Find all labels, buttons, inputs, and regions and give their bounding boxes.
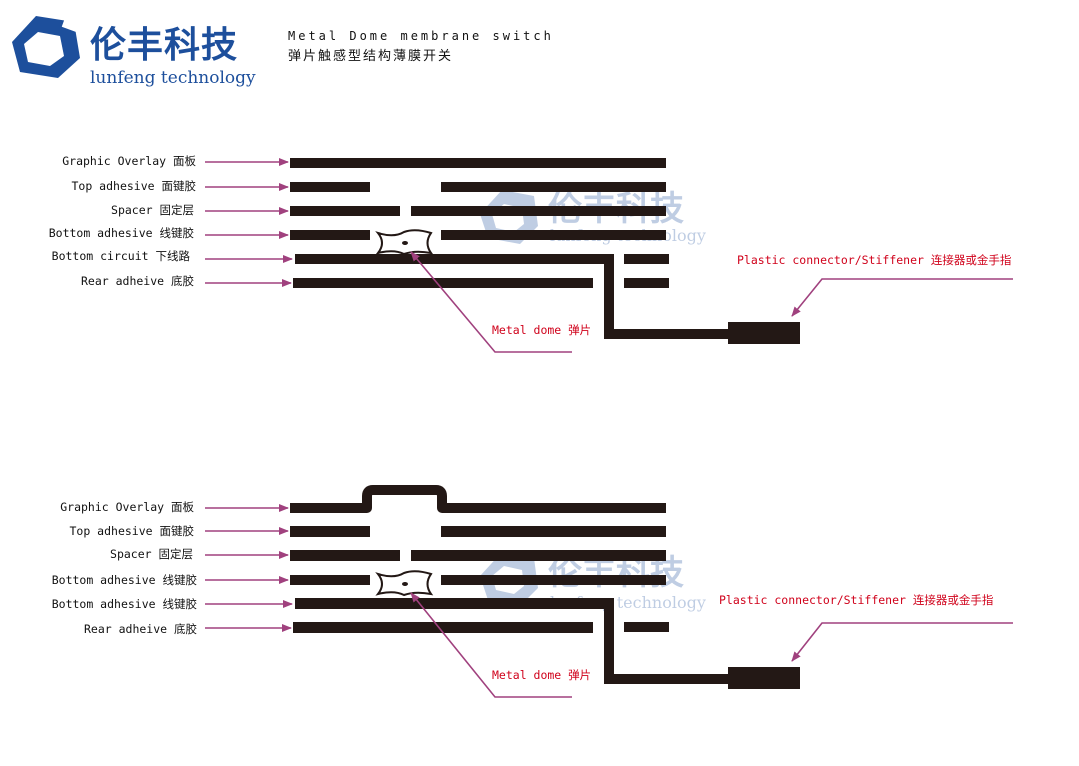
layer-bottom-adhesive-right — [441, 230, 666, 240]
layer-bottom-adhesive-right — [441, 575, 666, 585]
layer-graphic-overlay — [290, 485, 666, 513]
circuit-tail-vertical — [604, 254, 614, 339]
diagram-title-cn: 弹片触感型结构薄膜开关 — [288, 49, 454, 64]
layer-top-adhesive-right — [441, 526, 666, 537]
layer-label: Top adhesive 面键胶 — [69, 524, 194, 538]
connector-callout-label: Plastic connector/Stiffener 连接器或金手指 — [719, 593, 993, 607]
connector-callout-label: Plastic connector/Stiffener 连接器或金手指 — [737, 253, 1011, 267]
layer-bottom-circuit — [295, 254, 610, 264]
connector-callout-arrow — [791, 622, 1013, 662]
diagram-pressed: 伦丰科技 lunfeng technology Graphic Overlay … — [52, 485, 1013, 698]
dome-center — [402, 241, 408, 245]
dome-callout-label: Metal dome 弹片 — [492, 323, 591, 337]
layer-label: Spacer 固定层 — [110, 547, 193, 561]
layer-label: Bottom adhesive 线键胶 — [52, 573, 198, 587]
layer-stack — [290, 158, 800, 344]
dome-callout-arrow — [410, 251, 572, 353]
label-arrows — [205, 158, 293, 287]
layer-rear-adhesive-left — [293, 278, 593, 288]
brand-name-cn: 伦丰科技 — [90, 25, 239, 66]
circuit-tail-horizontal — [604, 329, 734, 339]
layer-spacer-left — [290, 206, 400, 216]
layer-stack — [290, 526, 800, 689]
layer-top-adhesive-right — [441, 182, 666, 192]
layer-label: Rear adheive 底胶 — [81, 274, 195, 288]
layer-bottom-circuit-end — [624, 254, 669, 264]
layer-bottom-adhesive-left — [290, 230, 370, 240]
layer-label: Spacer 固定层 — [111, 203, 194, 217]
layer-rear-adhesive-left — [293, 622, 593, 633]
dome-callout-label: Metal dome 弹片 — [492, 668, 591, 682]
connector-callout-arrow — [791, 278, 1013, 317]
label-arrows — [205, 504, 293, 632]
diagram-title-en: Metal Dome membrane switch — [288, 29, 554, 43]
layer-bottom-circuit — [295, 598, 610, 609]
brand-name-en: lunfeng technology — [90, 68, 256, 88]
layer-rear-adhesive-right — [624, 622, 669, 632]
layer-spacer-right — [411, 550, 666, 561]
diagram-released: 伦丰科技 lunfeng technology Graphic Overlay … — [49, 154, 1013, 353]
layer-label: Graphic Overlay 面板 — [60, 500, 194, 514]
brand-logo-icon — [12, 12, 83, 78]
layer-label: Bottom adhesive 线键胶 — [52, 597, 198, 611]
layer-spacer-right — [411, 206, 666, 216]
brand-logo: 伦丰科技 lunfeng technology — [8, 12, 256, 88]
circuit-tail-vertical — [604, 598, 614, 684]
layer-label: Bottom circuit 下线路 — [52, 249, 191, 263]
layer-label: Rear adheive 底胶 — [84, 622, 198, 636]
layer-graphic-overlay — [290, 158, 666, 168]
layer-top-adhesive-left — [290, 526, 370, 537]
layer-top-adhesive-left — [290, 182, 370, 192]
layer-spacer-left — [290, 550, 400, 561]
layer-bottom-adhesive-left — [290, 575, 370, 585]
plastic-connector — [728, 667, 800, 689]
layer-label: Top adhesive 面键胶 — [71, 179, 196, 193]
layer-rear-adhesive-right — [624, 278, 669, 288]
layer-label: Graphic Overlay 面板 — [62, 154, 196, 168]
dome-callout-arrow — [410, 592, 572, 698]
layer-label: Bottom adhesive 线键胶 — [49, 226, 195, 240]
dome-center — [402, 582, 408, 586]
plastic-connector — [728, 322, 800, 344]
circuit-tail-horizontal — [604, 674, 734, 684]
